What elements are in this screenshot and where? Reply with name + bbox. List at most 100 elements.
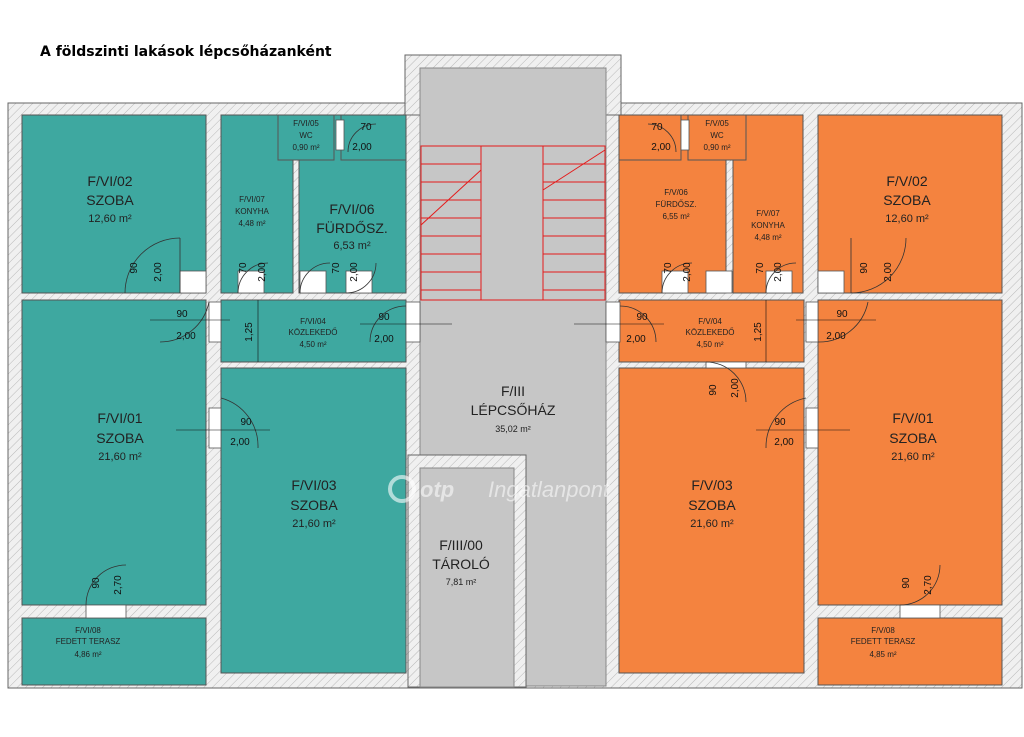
dim-w70: 70: [663, 262, 674, 274]
v08-code: F/V/08: [871, 626, 895, 635]
v08-area: 4,85 m²: [869, 650, 896, 659]
v04-code: F/V/04: [698, 317, 722, 326]
dim-w90: 90: [774, 417, 786, 428]
vi02-area: 12,60 m²: [88, 213, 132, 225]
v05-area: 0,90 m²: [703, 143, 730, 152]
dim-w90: 90: [836, 309, 848, 320]
dim-h200: 2,00: [826, 331, 846, 342]
dim-h200: 2,00: [774, 437, 794, 448]
vi05-name: WC: [299, 131, 313, 140]
room-v08: [817, 617, 1003, 686]
dim-d125: 1,25: [244, 322, 255, 342]
iii-name: LÉPCSŐHÁZ: [471, 402, 556, 418]
dim-w70: 70: [238, 262, 249, 274]
door-openings: [85, 119, 941, 619]
v01-code: F/V/01: [892, 410, 933, 426]
v02-code: F/V/02: [886, 173, 927, 189]
storage-room: [419, 467, 515, 688]
v07-area: 4,48 m²: [754, 233, 781, 242]
vi06-area: 6,53 m²: [333, 240, 371, 252]
iii00-name: TÁROLÓ: [432, 556, 490, 572]
stair-flights: [420, 145, 606, 301]
v06-area: 6,55 m²: [662, 212, 689, 221]
v07-name: KONYHA: [751, 221, 785, 230]
dim-w70: 70: [331, 262, 342, 274]
dim-h200: 2,00: [176, 331, 196, 342]
v02-area: 12,60 m²: [885, 213, 929, 225]
v05-name: WC: [710, 131, 724, 140]
dim-h270: 2,70: [923, 575, 934, 595]
v05-code: F/V/05: [705, 119, 729, 128]
right-unit: [618, 114, 1003, 686]
iii-area: 35,02 m²: [495, 424, 531, 434]
dim-w90: 90: [636, 312, 648, 323]
v06-name: FÜRDŐSZ.: [656, 200, 697, 209]
dim-h270: 2,70: [113, 575, 124, 595]
vi04-code: F/VI/04: [300, 317, 326, 326]
dim-w70: 70: [360, 122, 372, 133]
vi03-code: F/VI/03: [291, 477, 336, 493]
dim-h200: 2,00: [153, 262, 164, 282]
v01-name: SZOBA: [889, 430, 937, 446]
room-vi08: [21, 617, 207, 686]
vi04-name: KÖZLEKEDŐ: [289, 328, 338, 337]
v03-area: 21,60 m²: [690, 518, 734, 530]
room-vi03: [220, 367, 407, 674]
vi06-name: FÜRDŐSZ.: [316, 219, 388, 236]
v03-name: SZOBA: [688, 497, 736, 513]
dim-w70: 70: [651, 122, 663, 133]
vi01-area: 21,60 m²: [98, 451, 142, 463]
room-v04: [618, 299, 805, 363]
room-vi01: [21, 299, 207, 606]
vi02-code: F/VI/02: [87, 173, 132, 189]
dim-h200: 2,00: [773, 262, 784, 282]
iii00-code: F/III/00: [439, 537, 483, 553]
vi07-code: F/VI/07: [239, 195, 265, 204]
dim-h200: 2,00: [651, 142, 671, 153]
dim-w90: 90: [176, 309, 188, 320]
dim-h200: 2,00: [730, 378, 741, 398]
vi08-name: FEDETT TERASZ: [56, 637, 121, 646]
dim-h200: 2,00: [230, 437, 250, 448]
iii00-area: 7,81 m²: [446, 577, 477, 587]
vi08-area: 4,86 m²: [74, 650, 101, 659]
vi04-area: 4,50 m²: [299, 340, 326, 349]
vi01-code: F/VI/01: [97, 410, 142, 426]
v07-code: F/V/07: [756, 209, 780, 218]
vi05-area: 0,90 m²: [292, 143, 319, 152]
dim-w90: 90: [708, 384, 719, 396]
vi08-code: F/VI/08: [75, 626, 101, 635]
dim-h200: 2,00: [349, 262, 360, 282]
v01-area: 21,60 m²: [891, 451, 935, 463]
v08-name: FEDETT TERASZ: [851, 637, 916, 646]
dim-w90: 90: [91, 577, 102, 589]
watermark-brand: otp: [420, 477, 454, 502]
room-v01: [817, 299, 1003, 606]
vi06-code: F/VI/06: [329, 201, 374, 217]
v04-name: KÖZLEKEDŐ: [686, 328, 735, 337]
dim-w90: 90: [901, 577, 912, 589]
watermark-text: Ingatlanpont: [488, 477, 610, 502]
left-unit: [21, 114, 407, 686]
vi03-area: 21,60 m²: [292, 518, 336, 530]
dim-d125: 1,25: [753, 322, 764, 342]
dim-h200: 2,00: [257, 262, 268, 282]
dim-h200: 2,00: [626, 334, 646, 345]
v02-name: SZOBA: [883, 192, 931, 208]
dim-w90: 90: [378, 312, 390, 323]
v04-area: 4,50 m²: [696, 340, 723, 349]
dim-w90: 90: [129, 262, 140, 274]
dim-w90: 90: [859, 262, 870, 274]
otp-logo-icon: [388, 475, 416, 503]
vi07-name: KONYHA: [235, 207, 269, 216]
page-title: A földszinti lakások lépcsőházanként: [40, 44, 332, 60]
dim-h200: 2,00: [682, 262, 693, 282]
watermark: otp Ingatlanpont: [388, 475, 610, 503]
dim-h200: 2,00: [883, 262, 894, 282]
door-swings: [85, 123, 941, 606]
iii-code: F/III: [501, 383, 525, 399]
vi03-name: SZOBA: [290, 497, 338, 513]
room-v03: [618, 367, 805, 674]
vi07-area: 4,48 m²: [238, 219, 265, 228]
